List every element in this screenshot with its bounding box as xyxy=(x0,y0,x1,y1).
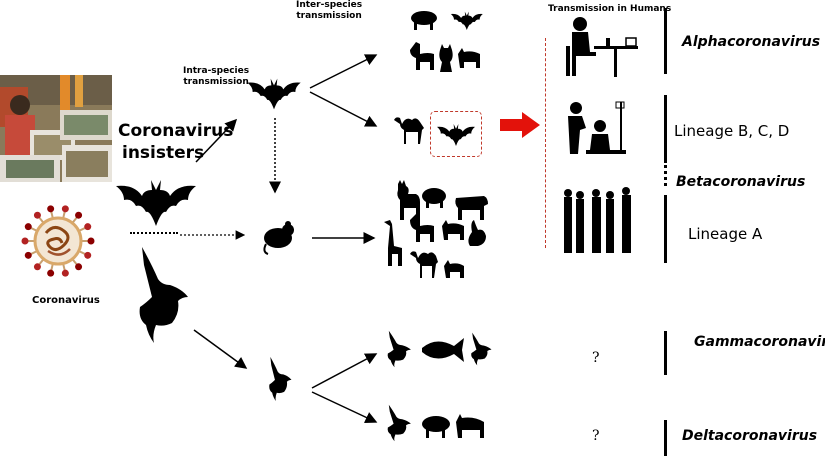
virus-spike-tip xyxy=(84,223,92,231)
virus-spike-tip xyxy=(21,237,29,245)
virus-spike-tip xyxy=(24,223,32,231)
deer-icon xyxy=(397,180,420,220)
virus-spike-tip xyxy=(61,269,69,277)
virus-spike-tip xyxy=(33,263,41,271)
alphacoronavirus-label: Alphacoronavirus xyxy=(682,34,821,50)
transmission-humans-label: Transmission in Humans xyxy=(548,4,672,14)
cat-icon xyxy=(439,44,453,72)
red-arrow-icon xyxy=(500,112,540,138)
virus-spike-tip xyxy=(47,205,55,213)
bird-icon xyxy=(269,356,292,402)
delta-unknown-mark: ? xyxy=(592,428,600,444)
coronavirus-insisters-label: Coronavirus insisters xyxy=(118,120,233,164)
arrow-bat-to-animals xyxy=(309,54,378,89)
bat-icon xyxy=(436,124,476,146)
virus-icon xyxy=(21,205,95,277)
inter-species-label: Inter-species transmission xyxy=(296,0,362,22)
pig-icon xyxy=(422,416,450,438)
insisters-line-1: Coronavirus xyxy=(118,121,234,141)
virus-spike-tip xyxy=(24,251,32,259)
virus-spike-tip xyxy=(87,237,95,245)
lineage-bcd-bar xyxy=(664,95,667,163)
animals-group-top xyxy=(410,11,483,72)
arrow-bird-to-delta xyxy=(311,391,378,423)
cat-icon xyxy=(458,48,480,68)
gamma-unknown-mark: ? xyxy=(592,350,600,366)
hospital-icon xyxy=(568,101,626,154)
betacoronavirus-label: Betacoronavirus xyxy=(676,174,806,190)
people-group-icon xyxy=(564,187,631,253)
cat-icon xyxy=(444,260,464,278)
animals-group-middle xyxy=(384,180,488,278)
cow-icon xyxy=(455,196,488,220)
gamma-bar xyxy=(664,331,667,375)
bird-icon xyxy=(387,330,411,368)
highlight-box xyxy=(430,111,482,157)
bat-icon xyxy=(450,11,483,30)
pig-icon xyxy=(422,188,446,208)
coronavirus-label: Coronavirus xyxy=(32,295,100,306)
humans-divider xyxy=(545,38,546,248)
virus-spike-tip xyxy=(84,251,92,259)
pig-icon xyxy=(411,11,437,30)
lineage-a-bar xyxy=(664,195,667,263)
inter-line-2: transmission xyxy=(296,11,362,21)
lineage-bcd-label: Lineage B, C, D xyxy=(674,122,790,140)
fish-icon xyxy=(422,338,464,362)
cat-icon xyxy=(456,414,484,438)
bird-icon xyxy=(139,247,188,343)
deltacoronavirus-label: Deltacoronavirus xyxy=(682,428,818,444)
rodent-icon xyxy=(263,221,294,255)
bat-icon xyxy=(116,180,196,226)
alpha-bar xyxy=(664,8,667,74)
lineage-a-label: Lineage A xyxy=(688,225,763,243)
inter-line-1: Inter-species xyxy=(296,0,363,10)
animals-group-delta xyxy=(387,404,484,442)
bird-icon xyxy=(471,332,492,366)
bat-dotted-line xyxy=(130,232,178,234)
beta-bar-dashed xyxy=(664,165,667,189)
gammacoronavirus-label: Gammacoronavirus xyxy=(694,334,825,350)
dog-icon xyxy=(410,214,434,242)
person-eating-icon xyxy=(566,17,638,77)
giraffe-icon xyxy=(384,220,402,266)
rabbit-icon xyxy=(468,220,486,246)
animals-group-gamma xyxy=(387,330,492,368)
intra-line-2: transmission xyxy=(183,77,249,87)
virus-spike-tip xyxy=(33,211,41,219)
virus-spike-tip xyxy=(75,263,83,271)
virus-spike-tip xyxy=(61,205,69,213)
dog-icon xyxy=(410,42,434,70)
camel-icon xyxy=(410,251,438,278)
bird-icon xyxy=(387,404,411,442)
arrow-bird-to-gamma xyxy=(311,353,378,389)
intra-species-label: Intra-species transmission xyxy=(183,66,249,88)
arrow-bat-to-camel xyxy=(309,91,378,127)
delta-bar xyxy=(664,420,667,456)
intra-line-1: Intra-species xyxy=(183,66,250,76)
cat-icon xyxy=(442,220,464,240)
virus-spike-tip xyxy=(75,211,83,219)
camel-icon xyxy=(394,117,424,144)
insisters-line-2: insisters xyxy=(122,143,205,163)
arrow-to-intra-bat xyxy=(195,118,238,163)
arrow-bird-to-bird xyxy=(193,329,248,369)
market-photo xyxy=(0,75,112,182)
bat-icon xyxy=(247,78,301,110)
virus-spike-tip xyxy=(47,269,55,277)
